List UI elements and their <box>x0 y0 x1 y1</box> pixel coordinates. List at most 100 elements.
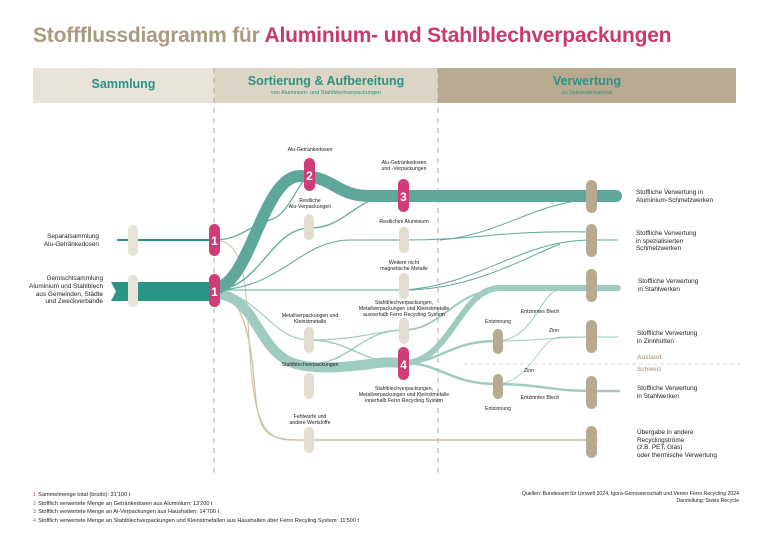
node-dest-stahlwerke-bottom <box>586 376 597 409</box>
label-line: Gemischtsammlung <box>46 275 103 282</box>
flow-to-weitere-nicht-magnetische <box>214 243 561 291</box>
flow-gemischt-input <box>111 282 214 301</box>
label-zinn-bottom: Zinn <box>523 368 535 374</box>
phase-title: Sammlung <box>91 77 156 91</box>
flow-4-to-entzinnung-bottom <box>403 361 497 386</box>
badge-4: 4 <box>398 347 409 380</box>
footnote-number: 2 <box>33 500 37 507</box>
badge-1-separat: 1 <box>209 224 220 256</box>
node-dest-zinnhuetten <box>586 320 597 353</box>
label-line: Weitere nicht <box>388 260 420 266</box>
label-line: Metallverpackungen und Kleinstmetalle <box>358 392 450 399</box>
title-part-2: Aluminium- und Stahlblechverpackungen <box>264 24 672 47</box>
dest-label-spezial-schmelzwerke: Stoffliche Verwertung in spezialisierten… <box>636 230 696 253</box>
label-line: ausserhalb Ferro Recycling System <box>363 312 445 319</box>
label-line: in Stahlwerken <box>637 392 679 400</box>
label-weitere-nicht-magnetische: Weitere nicht magnetische Metalle <box>370 260 438 272</box>
label-line: Stahlblechverpackungen, <box>374 300 434 306</box>
badge-1-gemischt: 1 <box>209 274 220 307</box>
label-restliches-aluminium: Restliches Aluminium <box>370 219 438 225</box>
node-ausserhalb-ferro <box>399 318 409 344</box>
footnote-number: 4 <box>33 517 37 524</box>
footnote-text: Stofflich verwertete Menge an Stahlblech… <box>38 517 359 524</box>
flow-entzinnung-bottom-zinn <box>495 336 592 385</box>
label-stahl-ausserhalb-ferro: Stahlblechverpackungen, Metallverpackung… <box>350 300 458 319</box>
label-line: Stoffliche Verwertung <box>638 278 699 285</box>
flow-separat-to-alu <box>213 175 311 241</box>
label-line: Stahlblechverpackungen <box>281 362 339 368</box>
label-line: in spezialisierten <box>636 237 684 245</box>
flow-4-to-stahlwerke-top <box>403 285 592 366</box>
phase-header-sammlung: Sammlung <box>33 68 214 103</box>
flow-fehlwuerfe-from-separat <box>213 239 590 441</box>
flow-stahlblech-to-ausserhalb <box>309 329 405 365</box>
node-metallverpackungen <box>304 327 314 353</box>
phase-title: Verwertung <box>552 74 622 88</box>
label-line: andere Wertstoffe <box>289 420 331 427</box>
sources: Quellen: Bundesamt für Umwelt 2024, Igor… <box>522 491 739 505</box>
label-stahl-innerhalb-ferro: Stahlblechverpackungen, Metallverpackung… <box>350 386 458 405</box>
label-line: Alu-Getränkedosen <box>381 160 427 166</box>
dest-label-uebergabe: Übergabe in andere Recyclingströme (z.B.… <box>637 429 717 459</box>
region-label-schweiz: Schweiz <box>637 366 662 373</box>
phase-subtitle: von Aluminium- und Stahlblechverpackunge… <box>270 90 382 96</box>
label-line: Fehlwürfe und <box>293 414 327 420</box>
label-entzinntes-blech-bottom: Entzinntes Blech <box>520 395 560 401</box>
label-line: Stahlblechverpackungen, <box>374 386 434 392</box>
label-line: Restliches Aluminium <box>379 219 429 225</box>
footnote-text: Sammelmenge total (brutto): 31'100 t <box>38 492 131 498</box>
label-line: magnetische Metalle <box>380 266 428 273</box>
flow-ausserhalb-to-stahlwerke <box>403 289 496 331</box>
node-entzinnung-bottom <box>493 374 503 399</box>
svg-text:3: 3 <box>400 190 407 204</box>
label-entzinntes-blech-top: Entzinntes Blech <box>520 309 560 315</box>
flow-weitere-to-spezial <box>403 239 618 291</box>
label-line: Aluminium und Stahlblech <box>29 282 103 290</box>
label-fehlwuerfe: Fehlwürfe und andere Wertstoffe <box>280 414 340 426</box>
label-line: Alu-Getränkedosen <box>287 147 333 153</box>
label-line: Übergabe in andere <box>637 429 694 436</box>
label-line: Schmelzwerken <box>636 245 682 253</box>
node-dest-stahlwerke-top <box>586 269 597 302</box>
label-line: Alu-Getränkedosen <box>43 240 99 248</box>
label-line: Aluminium-Schmelzwerken <box>636 196 714 204</box>
flow-entzinnung-top-blech-to-stahlwerke <box>495 289 592 342</box>
flow-4-to-entzinnung-top <box>403 339 497 365</box>
phase-header-sortierung: Sortierung & Aufbereitung von Aluminium-… <box>214 68 438 103</box>
svg-text:4: 4 <box>400 358 407 372</box>
dest-label-stahlwerke-bottom: Stoffliche Verwertung in Stahlwerken <box>637 385 697 400</box>
label-line: Recyclingströme <box>637 436 685 444</box>
node-stahlblechverpackungen <box>304 373 314 399</box>
label-alu-getraenkedosen: Alu-Getränkedosen <box>280 147 340 153</box>
label-line: Separatsammlung <box>47 233 99 240</box>
svg-text:1: 1 <box>211 234 218 248</box>
phase-header-verwertung: Verwertung zu Sekundärmaterial <box>438 68 736 103</box>
label-stahlblechverpackungen: Stahlblechverpackungen <box>270 362 350 368</box>
title-part-1: Stoffflussdiagramm für <box>33 24 260 47</box>
label-line: Metallverpackungen und Kleinstmetalle <box>358 306 450 313</box>
node-dest-uebergabe <box>586 426 597 458</box>
label-line: Stoffliche Verwertung <box>636 230 697 237</box>
flow-to-restliches-aluminium <box>213 231 593 291</box>
dest-label-zinnhuetten: Stoffliche Verwertung in Zinnhütten <box>637 330 697 345</box>
label-line: Stoffliche Verwertung <box>637 330 698 337</box>
region-label-ausland: Ausland <box>637 354 662 361</box>
footnote-text: Stofflich verwertete Menge an Al-Verpack… <box>38 509 220 516</box>
svg-text:2: 2 <box>306 169 313 183</box>
label-alu-dosen-und-verpackungen: Alu-Getränkedosen und -Verpackungen <box>370 160 438 172</box>
label-line: und -Verpackungen <box>381 166 427 173</box>
label-line: Kleinstmetalle <box>293 319 327 326</box>
footnote-text: Stofflich verwertete Menge an Getränkedo… <box>38 500 213 507</box>
svg-text:1: 1 <box>211 285 218 299</box>
flow-gemischt-to-alu-dosen <box>212 169 404 294</box>
label-line: Alu-Verpackungen <box>288 204 332 211</box>
label-line: in Zinnhütten <box>637 337 674 345</box>
label-metallverpackungen: Metallverpackungen und Kleinstmetalle <box>270 313 350 325</box>
label-entzinnung-top: Entzinnung <box>485 319 511 325</box>
node-fehlwuerfe <box>304 427 314 453</box>
credit-line: Darstellung: Swiss Recycle <box>676 498 739 505</box>
